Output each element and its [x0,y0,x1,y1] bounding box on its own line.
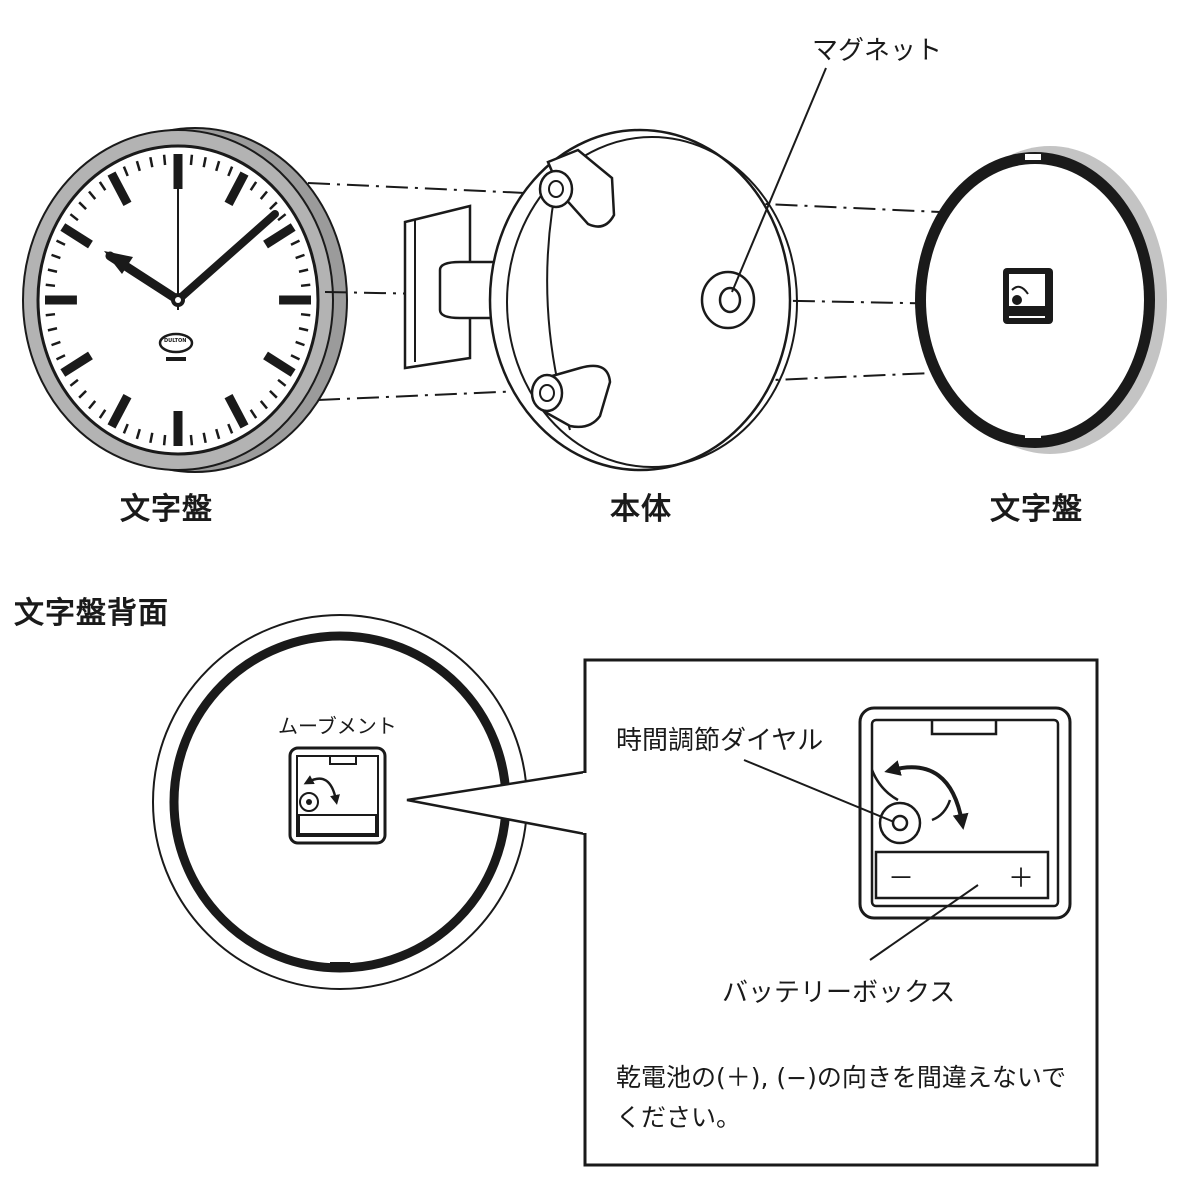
minute-tick [162,434,167,446]
minute-tick [162,154,167,166]
minute-tick [122,423,129,434]
minute-tick [277,378,287,387]
brand-logo-text: DULTON [164,338,187,344]
front-clock-dial [22,127,348,473]
minute-tick [98,181,107,191]
rear-clock-dial [915,146,1167,454]
minute-tick [300,312,311,317]
minute-tick [300,283,311,288]
movement-label: ムーブメント [278,714,397,738]
battery-caution-note: 乾電池の(＋), (−)の向きを間違えないでください。 [616,1063,1067,1132]
time-dial-label: 時間調節ダイヤル [616,726,824,756]
minute-tick [290,354,301,361]
upper-hanger [538,148,616,228]
hour-tick [60,223,93,249]
minute-tick [202,156,207,168]
minute-tick [98,409,107,419]
body-label: 本体 [610,492,672,527]
brand-logo [158,332,194,361]
minute-tick [259,190,268,200]
magnet-label: マグネット [812,36,943,66]
minute-tick [149,156,154,168]
magnet [700,270,756,330]
minute-tick [277,213,287,222]
minute-tick [290,239,301,246]
minute-tick [55,239,66,246]
dial-back-title: 文字盤背面 [14,596,169,631]
rear-movement-icon [1003,268,1053,324]
hour-tick [263,223,296,249]
minute-tick [149,432,154,444]
hour-tick [224,171,249,207]
time-dial-leader-line [743,759,895,823]
clock-tick-marks [45,154,311,446]
minute-tick [227,423,234,434]
minute-tick [122,166,129,177]
minute-tick [78,389,87,399]
hour-tick [263,351,296,377]
minute-tick [189,434,194,446]
magnet-leader-line [731,67,827,293]
minute-tick [295,253,305,260]
minute-tick [135,428,141,440]
minute-tick [189,154,194,166]
minute-tick [45,283,56,288]
clock-body [403,128,798,472]
minute-tick [295,340,305,347]
lower-hanger [530,364,612,429]
minute-tick [45,312,56,317]
minute-tick [69,378,79,387]
hour-tick [107,393,132,429]
minute-tick [249,181,258,191]
minute-tick [135,160,141,172]
minute-tick [47,268,58,273]
rotate-arrow-icon [884,760,969,830]
minute-tick [269,201,278,211]
minute-tick [47,327,58,332]
hour-tick [107,171,132,207]
minute-tick [215,428,221,440]
battery-minus-sign: － [888,864,915,894]
battery-box-label: バッテリーボックス [722,978,956,1008]
battery-box [874,850,1050,900]
minute-tick [51,253,61,260]
minute-tick [227,166,234,177]
hour-hand-arrow-icon [104,251,133,274]
minute-tick [249,409,258,419]
minute-tick [215,160,221,172]
minute-tick [259,400,268,410]
hour-tick [60,351,93,377]
minute-tick [298,327,309,332]
front-dial-label: 文字盤 [120,492,213,527]
minute-tick [202,432,207,444]
battery-plus-sign: ＋ [1008,864,1035,894]
minute-tick [51,340,61,347]
minute-tick [298,268,309,273]
minute-tick [269,389,278,399]
minute-tick [69,213,79,222]
hour-tick [224,393,249,429]
movement [288,746,387,845]
minute-tick [88,190,97,200]
wall-bracket [403,204,472,370]
minute-hand [174,210,279,304]
minute-tick [88,400,97,410]
minute-tick [78,201,87,211]
movement-detail [858,706,1072,920]
battery-box-leader-line [869,884,979,961]
rear-dial-label: 文字盤 [990,492,1083,527]
minute-tick [55,354,66,361]
